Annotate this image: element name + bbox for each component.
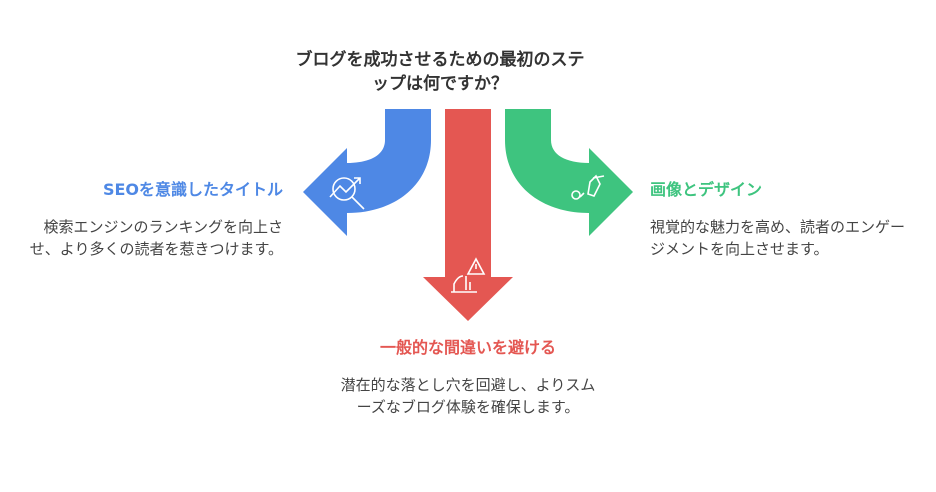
branch-desc-mistakes: 潜在的な落とし穴を回避し、よりスムーズなブログ体験を確保します。 <box>340 376 596 416</box>
branch-label-mistakes: 一般的な間違いを避ける <box>379 338 556 357</box>
branch-label-design: 画像とデザイン <box>650 180 763 199</box>
green-arrow <box>505 109 633 236</box>
blue-arrow <box>303 109 431 236</box>
red-arrow <box>423 109 513 321</box>
warning-hazard-icon <box>451 257 486 293</box>
branch-label-seo: SEOを意識したタイトル <box>102 180 283 199</box>
diagram-title: ブログを成功させるための最初のステップは何ですか？ <box>295 50 585 94</box>
design-brush-icon <box>571 174 605 200</box>
seo-analytics-icon <box>329 177 365 210</box>
branch-desc-seo: 検索エンジンのランキングを向上させ、より多くの読者を惹きつけます。 <box>29 218 283 258</box>
branch-desc-design: 視覚的な魅力を高め、読者のエンゲージメントを向上させます。 <box>650 218 906 258</box>
